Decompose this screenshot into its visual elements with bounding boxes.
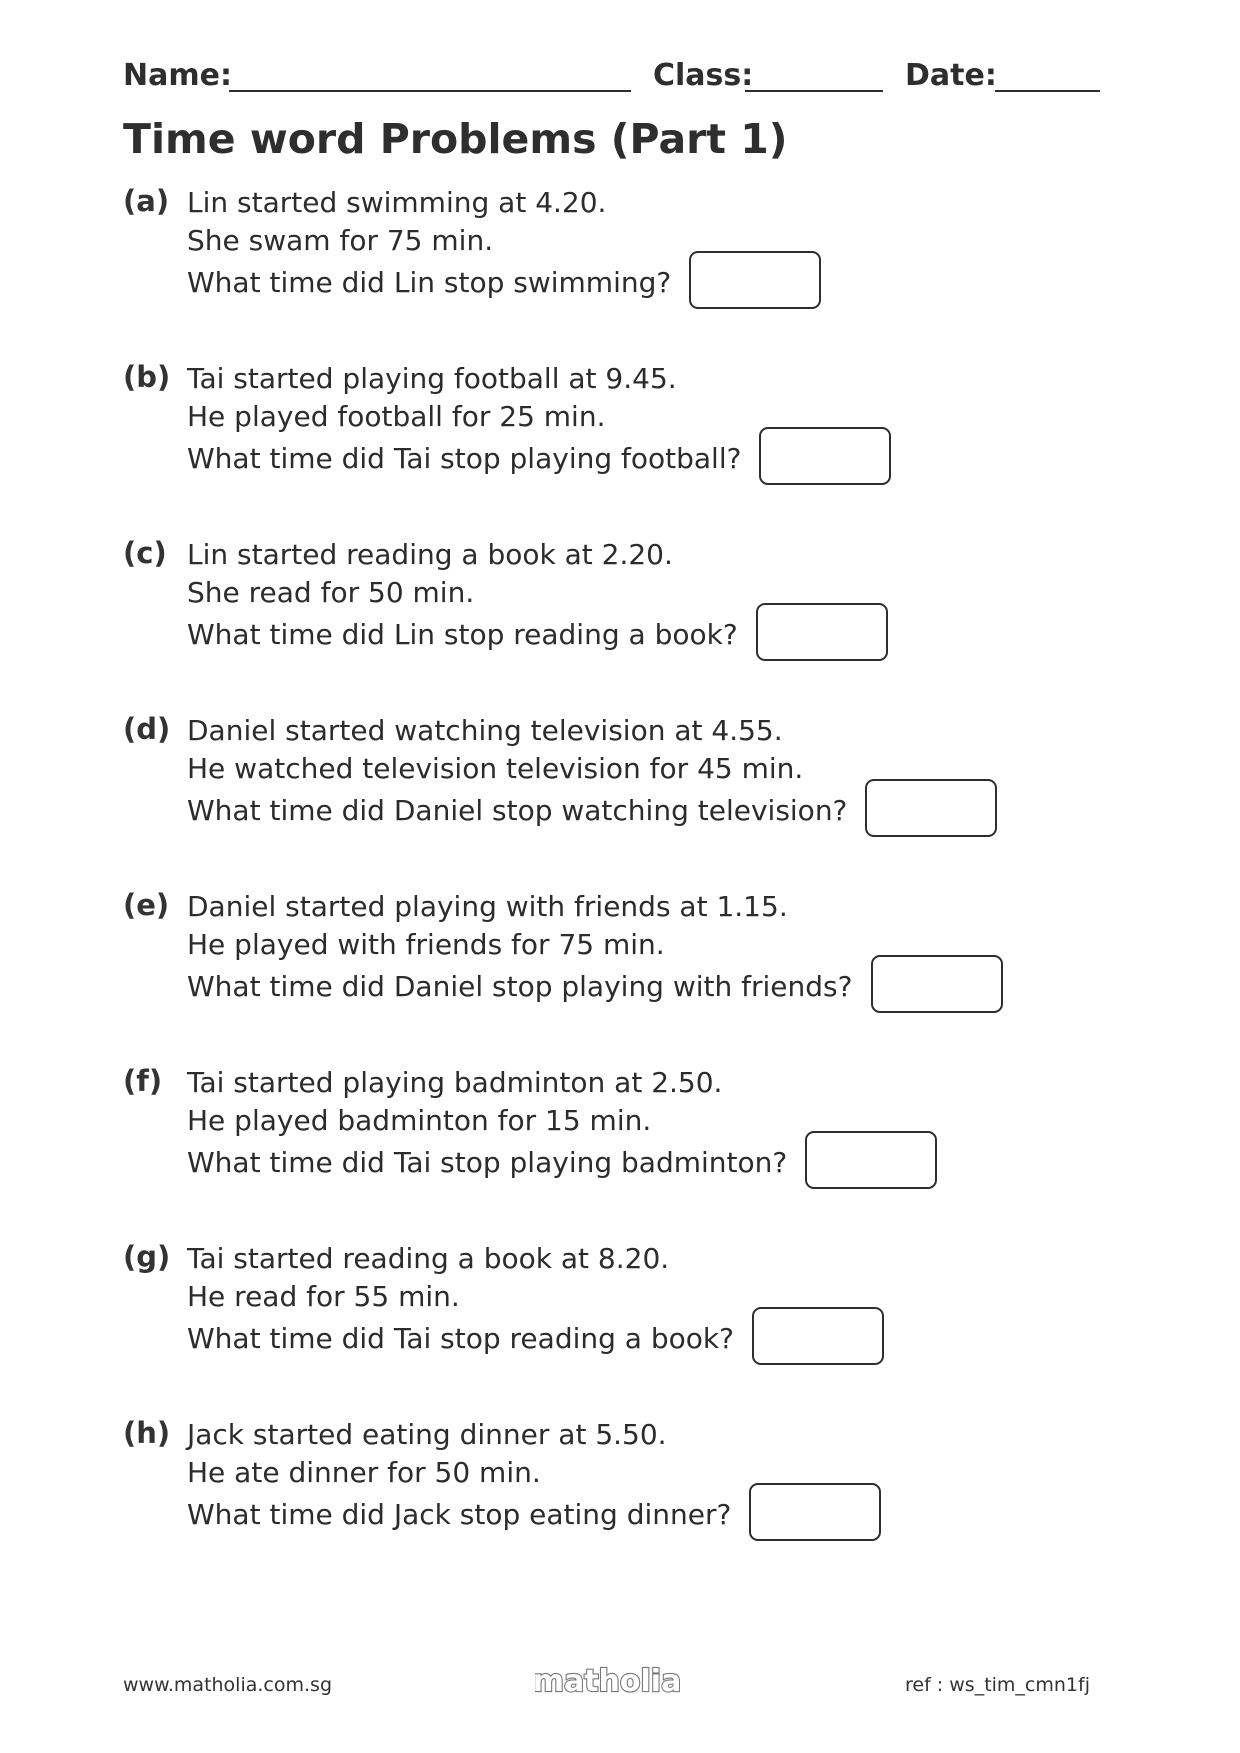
question-letter: (e) bbox=[123, 888, 170, 922]
matholia-logo: matholia bbox=[535, 1663, 680, 1700]
question-prompt: What time did Tai stop playing badminton… bbox=[187, 1146, 788, 1179]
answer-box[interactable] bbox=[751, 1307, 884, 1365]
question-c: (c) Lin started reading a book at 2.20. … bbox=[123, 536, 1123, 661]
question-prompt: What time did Jack stop eating dinner? bbox=[187, 1498, 732, 1531]
question-line: Tai started reading a book at 8.20. bbox=[187, 1242, 670, 1275]
question-line: Tai started playing football at 9.45. bbox=[187, 362, 677, 395]
question-prompt: What time did Lin stop swimming? bbox=[187, 266, 672, 299]
question-prompt: What time did Daniel stop watching telev… bbox=[187, 794, 848, 827]
answer-box[interactable] bbox=[865, 779, 998, 837]
question-prompt: What time did Daniel stop playing with f… bbox=[187, 970, 853, 1003]
question-letter: (g) bbox=[123, 1240, 171, 1274]
answer-box[interactable] bbox=[870, 955, 1003, 1013]
question-line: He played badminton for 15 min. bbox=[187, 1103, 652, 1137]
question-b: (b) Tai started playing football at 9.45… bbox=[123, 360, 1123, 485]
question-h: (h) Jack started eating dinner at 5.50. … bbox=[123, 1416, 1123, 1541]
answer-box[interactable] bbox=[689, 251, 822, 309]
question-prompt: What time did Tai stop playing football? bbox=[187, 442, 742, 475]
question-prompt: What time did Lin stop reading a book? bbox=[187, 618, 738, 651]
question-letter: (d) bbox=[123, 712, 171, 746]
question-line: He ate dinner for 50 min. bbox=[187, 1455, 541, 1489]
answer-box[interactable] bbox=[755, 603, 888, 661]
name-field[interactable] bbox=[229, 90, 631, 92]
class-label: Class: bbox=[653, 58, 754, 93]
question-line: Lin started reading a book at 2.20. bbox=[187, 538, 673, 571]
name-label: Name: bbox=[123, 58, 232, 93]
question-prompt: What time did Tai stop reading a book? bbox=[187, 1322, 734, 1355]
question-line: Lin started swimming at 4.20. bbox=[187, 186, 607, 219]
question-line: Daniel started watching television at 4.… bbox=[187, 714, 783, 747]
question-letter: (f) bbox=[123, 1064, 163, 1098]
date-label: Date: bbox=[905, 58, 997, 93]
question-g: (g) Tai started reading a book at 8.20. … bbox=[123, 1240, 1123, 1365]
date-field[interactable] bbox=[995, 90, 1100, 92]
footer-ref: ref : ws_tim_cmn1fj bbox=[905, 1674, 1090, 1696]
question-e: (e) Daniel started playing with friends … bbox=[123, 888, 1123, 1013]
question-a: (a) Lin started swimming at 4.20. She sw… bbox=[123, 184, 1123, 309]
class-field[interactable] bbox=[745, 90, 883, 92]
question-line: He played football for 25 min. bbox=[187, 399, 606, 433]
question-line: She swam for 75 min. bbox=[187, 223, 494, 257]
page-title: Time word Problems (Part 1) bbox=[123, 115, 788, 163]
question-line: She read for 50 min. bbox=[187, 575, 475, 609]
question-letter: (a) bbox=[123, 184, 170, 218]
question-letter: (h) bbox=[123, 1416, 171, 1450]
question-line: Daniel started playing with friends at 1… bbox=[187, 890, 788, 923]
question-line: Jack started eating dinner at 5.50. bbox=[187, 1418, 667, 1451]
question-line: He played with friends for 75 min. bbox=[187, 927, 665, 961]
answer-box[interactable] bbox=[749, 1483, 882, 1541]
answer-box[interactable] bbox=[759, 427, 892, 485]
question-line: He read for 55 min. bbox=[187, 1279, 460, 1313]
answer-box[interactable] bbox=[805, 1131, 938, 1189]
question-f: (f) Tai started playing badminton at 2.5… bbox=[123, 1064, 1123, 1189]
footer-website: www.matholia.com.sg bbox=[123, 1674, 332, 1696]
question-line: Tai started playing badminton at 2.50. bbox=[187, 1066, 723, 1099]
question-line: He watched television television for 45 … bbox=[187, 751, 804, 785]
worksheet-header: Name: Class: Date: bbox=[123, 56, 1103, 96]
question-letter: (c) bbox=[123, 536, 167, 570]
question-letter: (b) bbox=[123, 360, 171, 394]
question-d: (d) Daniel started watching television a… bbox=[123, 712, 1123, 837]
logo-text: matholia bbox=[535, 1664, 680, 1699]
